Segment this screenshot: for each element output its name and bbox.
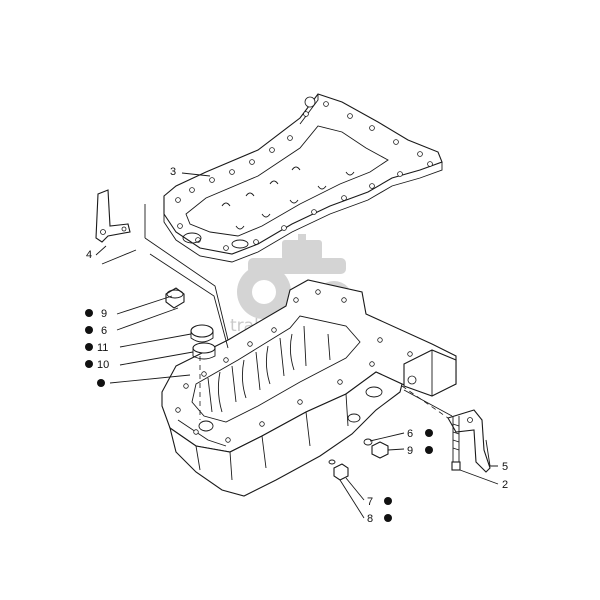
sump-bolt-holes [175,289,417,443]
label-8: 8 [367,513,373,525]
callout-leaders [95,172,499,519]
label-6-left: 6 [101,325,107,337]
seal-and-bolt-lower [328,459,349,481]
label-6-right: 6 [407,428,413,440]
label-9-right: 9 [407,445,413,457]
cap-plug [190,324,214,343]
label-10: 10 [97,359,109,371]
assembly-guide-lines [101,204,453,420]
label-2: 2 [502,479,508,491]
callout-bullets [85,309,433,522]
callout-labels: 3 4 9 6 11 10 6 9 7 8 5 2 [86,166,508,525]
gasket-bolt-holes [175,96,433,251]
bracket-left [95,189,131,243]
bolt-right [451,416,461,471]
plug-fitting-upper [165,287,185,309]
label-11: 11 [97,342,108,354]
gasket-plate [163,93,443,263]
sleeve [192,342,216,360]
label-5: 5 [502,461,508,473]
label-9-left: 9 [101,308,107,320]
label-3: 3 [170,166,176,178]
label-7: 7 [367,496,373,508]
oil-sump-housing [161,279,457,497]
seal-and-plug-right [363,438,389,459]
label-4: 4 [86,249,92,261]
